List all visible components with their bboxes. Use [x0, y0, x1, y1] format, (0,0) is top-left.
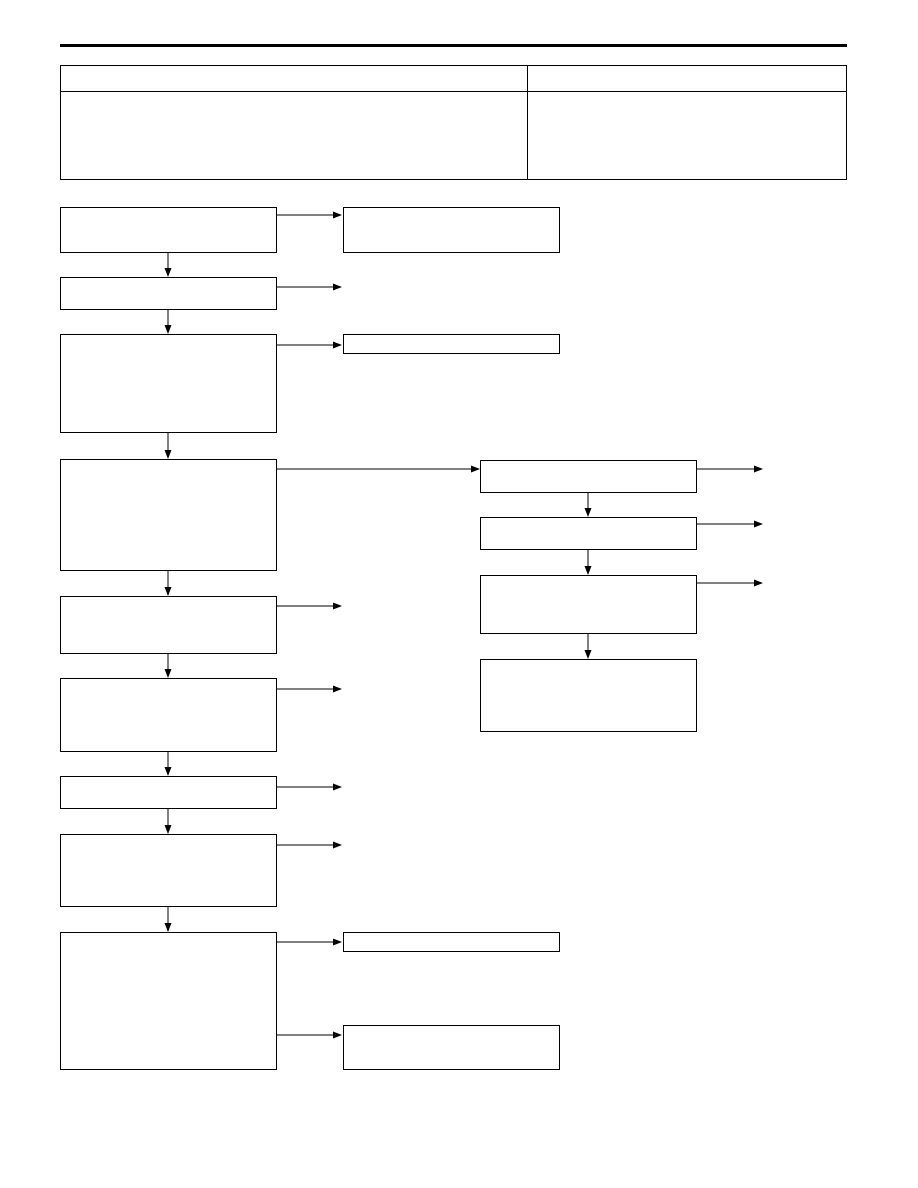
- flow-step-4: [60, 459, 277, 571]
- flow-action-1: [343, 207, 560, 253]
- top-rule: [60, 44, 847, 47]
- flow-check-2: [480, 517, 697, 550]
- flow-step-3: [60, 334, 277, 433]
- flow-check-4: [480, 659, 697, 732]
- flow-step-1: [60, 207, 277, 253]
- flow-step-5: [60, 596, 277, 654]
- flow-check-1: [480, 460, 697, 493]
- header-table-column-divider: [527, 65, 528, 180]
- flow-step-8: [60, 834, 277, 907]
- flow-check-3: [480, 575, 697, 634]
- flow-step-6: [60, 678, 277, 752]
- flow-action-9b: [343, 1025, 560, 1070]
- flow-step-2: [60, 277, 277, 310]
- flow-action-9a: [343, 932, 560, 952]
- header-table-divider: [60, 91, 847, 92]
- flow-step-7: [60, 776, 277, 809]
- flow-action-3: [343, 334, 560, 354]
- header-table: [60, 65, 847, 180]
- flow-step-9: [60, 932, 277, 1070]
